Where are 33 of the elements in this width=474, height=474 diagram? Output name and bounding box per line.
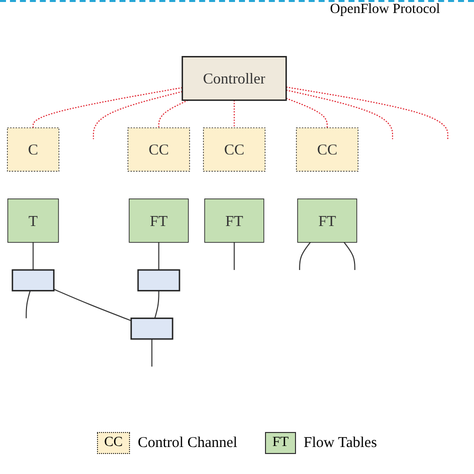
node-box xyxy=(12,269,55,292)
connector-line xyxy=(344,242,356,270)
connector-line xyxy=(158,100,188,128)
node-box: T xyxy=(7,198,59,243)
connector-line xyxy=(32,242,34,270)
legend-swatch: CC xyxy=(97,432,130,454)
connector-line xyxy=(286,98,328,128)
node-box: CC xyxy=(128,127,190,172)
node-box: C xyxy=(7,127,60,172)
connector-line xyxy=(32,87,182,128)
connector-line xyxy=(151,339,152,367)
connector-line xyxy=(154,290,160,318)
connector-line xyxy=(54,288,132,322)
connector-line xyxy=(286,86,448,140)
protocol-label: OpenFlow Protocol xyxy=(330,2,440,17)
node-box: FT xyxy=(204,198,264,243)
connector-line xyxy=(234,100,235,128)
node-box: Controller xyxy=(182,56,287,101)
node-box: FT xyxy=(128,198,189,243)
node-box: CC xyxy=(203,127,266,172)
node-box: FT xyxy=(297,198,358,243)
connector-line xyxy=(299,242,311,270)
legend-swatch: FT xyxy=(265,432,296,454)
connector-line xyxy=(158,242,160,270)
connector-line xyxy=(234,242,235,270)
connector-line xyxy=(26,290,31,318)
connector-line xyxy=(92,91,182,140)
node-box xyxy=(130,318,174,340)
legend-label: Flow Tables xyxy=(304,434,377,452)
legend-label: Control Channel xyxy=(138,434,238,452)
connector-line xyxy=(286,90,394,140)
node-box xyxy=(137,269,180,292)
node-box: CC xyxy=(296,127,358,172)
